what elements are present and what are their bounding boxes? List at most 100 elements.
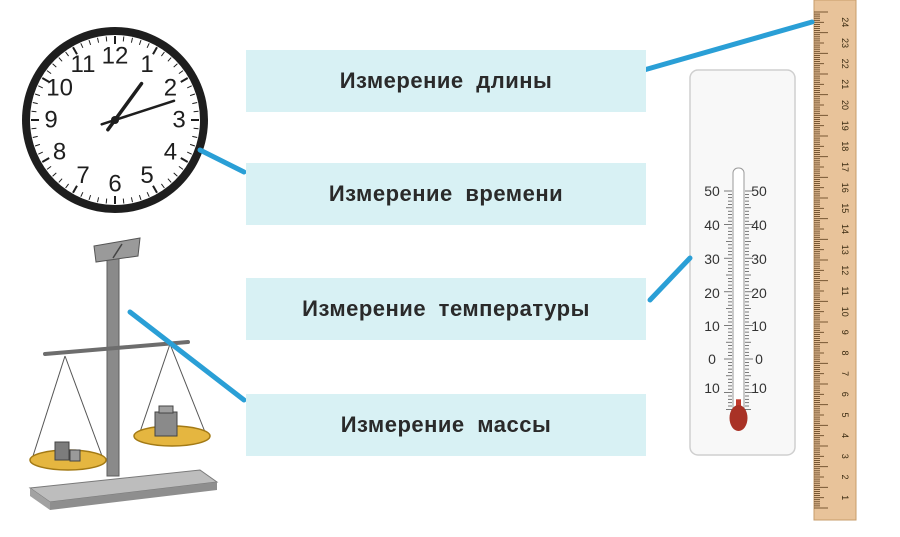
label-temperature-measurement: Измерение температуры — [246, 278, 646, 340]
thermometer-bulb — [729, 405, 748, 431]
clock-tick — [189, 143, 196, 147]
clock-tick — [34, 143, 41, 147]
clock-tick — [46, 165, 52, 170]
ruler-number: 16 — [840, 183, 850, 193]
clock-tick — [41, 77, 50, 83]
thermo-right-label: 50 — [751, 183, 767, 199]
clock-tick — [167, 57, 172, 62]
clock-tick — [173, 63, 178, 68]
ruler-number: 14 — [840, 224, 850, 234]
ruler-number: 1 — [840, 495, 850, 500]
clock-center-pin — [111, 116, 119, 124]
wall-clock: 12 1 2 3 4 5 6 7 8 9 10 11 — [22, 27, 208, 213]
clock-tick — [173, 172, 178, 177]
thermo-left-label: 40 — [704, 217, 720, 233]
weight-knob — [158, 405, 174, 414]
clock-numeral: 12 — [102, 43, 129, 70]
ruler-number: 3 — [840, 454, 850, 459]
connector-time — [197, 147, 247, 175]
scale-string — [169, 343, 206, 433]
clock-tick — [32, 102, 38, 105]
thermometer-scale-left: 50 40 30 20 10 0 10 — [704, 183, 720, 396]
clock-tick — [160, 51, 165, 57]
ruler-number: 2 — [840, 474, 850, 479]
ruler-number: 7 — [840, 371, 850, 376]
clock-numeral: 8 — [53, 139, 66, 166]
clock-numeral: 10 — [46, 75, 73, 102]
clock-tick — [189, 93, 196, 97]
weight-tiny — [69, 449, 81, 462]
thermo-left-label: 50 — [704, 183, 720, 199]
clock-tick — [186, 85, 192, 89]
clock-numeral: 6 — [108, 171, 121, 198]
clock-tick — [58, 57, 63, 62]
clock-tick — [193, 110, 199, 113]
clock-tick — [180, 157, 189, 163]
clock-tick — [138, 194, 142, 201]
clock-tick — [65, 183, 70, 189]
ruler-number: 15 — [840, 203, 850, 213]
ruler-number: 18 — [840, 141, 850, 151]
clock-numeral: 2 — [164, 75, 177, 102]
clock-tick — [72, 185, 78, 194]
thermo-right-label: 0 — [755, 351, 763, 367]
clock-numeral: 9 — [44, 107, 57, 134]
ruler-number: 22 — [840, 59, 850, 69]
ruler-number: 8 — [840, 350, 850, 355]
label-length-measurement: Измерение длины — [246, 50, 646, 112]
ruler-number: 23 — [840, 38, 850, 48]
thermo-right-label: 40 — [751, 217, 767, 233]
ruler-number: 9 — [840, 330, 850, 335]
clock-tick — [72, 46, 78, 55]
clock-tick — [97, 37, 100, 43]
scale-string — [32, 355, 66, 457]
scale-string — [64, 355, 103, 457]
thermometer-scale-right: 50 40 30 20 10 0 10 — [751, 183, 767, 396]
thermo-right-label: 10 — [751, 318, 767, 334]
clock-ticks — [31, 36, 199, 204]
thermo-left-label: 10 — [704, 318, 720, 334]
ruler-number: 11 — [840, 286, 850, 295]
clock-tick — [105, 198, 108, 204]
clock-tick — [88, 194, 92, 201]
ruler-number: 6 — [840, 392, 850, 397]
clock-tick — [52, 63, 57, 68]
clock-tick — [178, 70, 184, 75]
clock-tick — [97, 197, 100, 203]
thermo-left-label: 30 — [704, 251, 720, 267]
thermo-left-label: 10 — [704, 380, 720, 396]
weight-large — [154, 411, 178, 437]
clock-numeral: 5 — [140, 162, 153, 189]
ruler-number: 19 — [840, 121, 850, 131]
scale-base-front — [30, 488, 50, 510]
clock-tick — [122, 36, 125, 42]
scale-pointer — [112, 243, 123, 259]
clock-tick — [180, 77, 189, 83]
clock-tick — [146, 191, 150, 197]
clock-tick — [80, 43, 84, 49]
connector-temperature — [647, 255, 693, 303]
clock-tick — [138, 39, 142, 46]
connectors — [127, 19, 815, 403]
clock-tick — [130, 197, 133, 203]
scale-pillar — [106, 257, 120, 477]
clock-tick — [41, 157, 50, 163]
scale-base-side — [50, 482, 217, 510]
clock-numeral: 3 — [172, 107, 185, 134]
thermometer-ticks — [724, 190, 753, 410]
clock-tick — [186, 151, 192, 155]
weight-small — [54, 441, 70, 461]
clock-tick — [31, 110, 37, 113]
clock-tick — [167, 178, 172, 183]
clock-numeral: 7 — [76, 162, 89, 189]
clock-numeral: 11 — [71, 51, 96, 78]
clock-numeral: 1 — [140, 51, 153, 78]
ruler-number: 13 — [840, 245, 850, 255]
clock-tick — [31, 127, 37, 130]
clock-numerals: 12 1 2 3 4 5 6 7 8 9 10 11 — [44, 43, 185, 198]
scale-indicator — [93, 237, 141, 263]
ruler-number: 4 — [840, 433, 850, 438]
